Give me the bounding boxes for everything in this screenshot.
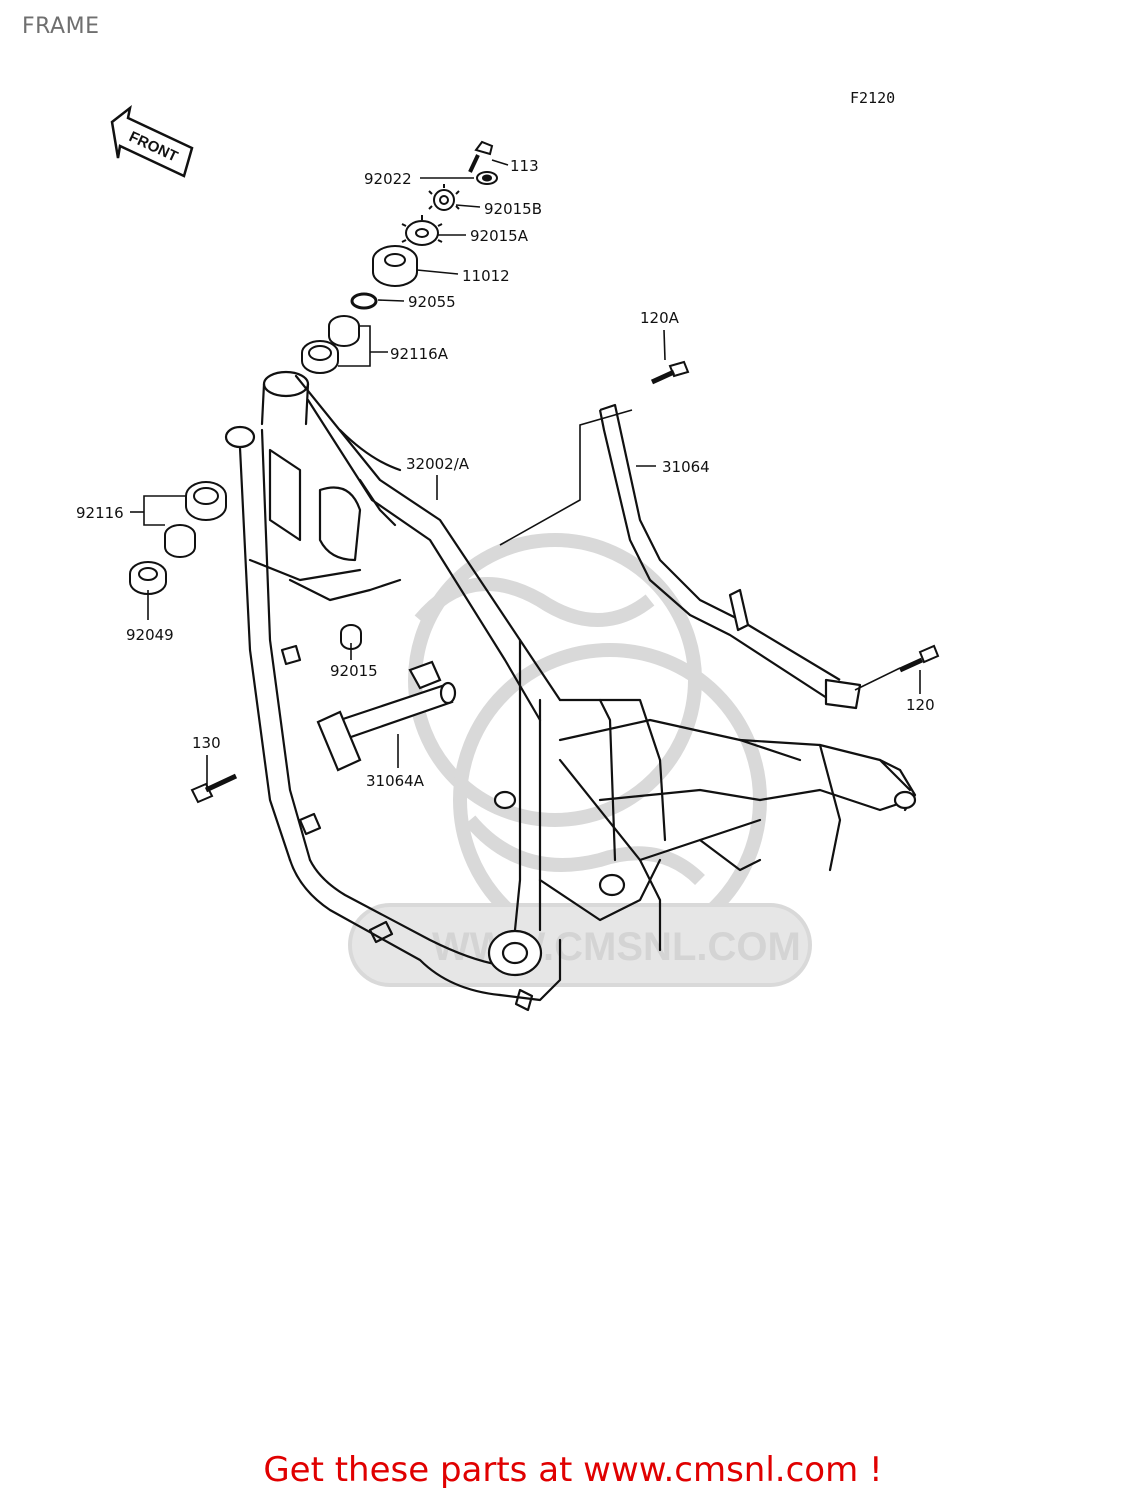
frame-parts-diagram: WWW.CMSNL.COM FRONT F2120 <box>76 89 940 1012</box>
leader-lines <box>130 159 921 788</box>
label-92116a: 92116A <box>390 345 449 363</box>
label-11012: 11012 <box>462 267 510 285</box>
label-113: 113 <box>510 157 539 175</box>
cross-tube-31064a <box>316 660 457 772</box>
label-92049: 92049 <box>126 626 174 644</box>
main-frame <box>224 370 917 1012</box>
front-arrow-icon: FRONT <box>110 104 194 178</box>
label-92015a: 92015A <box>470 227 529 245</box>
label-31064: 31064 <box>662 458 710 476</box>
label-130: 130 <box>192 734 221 752</box>
steering-head-parts <box>301 140 498 374</box>
footer-cta-link[interactable]: Get these parts at www.cmsnl.com ! <box>263 1450 883 1490</box>
removable-downtube-31064 <box>598 403 862 710</box>
lower-head-parts <box>129 360 940 804</box>
label-92015b: 92015B <box>484 200 542 218</box>
label-92116: 92116 <box>76 504 124 522</box>
label-120a: 120A <box>640 309 680 327</box>
label-92022: 92022 <box>364 170 412 188</box>
page-title: FRAME <box>22 14 100 39</box>
label-92055: 92055 <box>408 293 456 311</box>
label-120: 120 <box>906 696 935 714</box>
label-92015: 92015 <box>330 662 378 680</box>
diagram-code: F2120 <box>850 89 895 107</box>
label-32002a: 32002/A <box>406 455 470 473</box>
label-31064a: 31064A <box>366 772 425 790</box>
